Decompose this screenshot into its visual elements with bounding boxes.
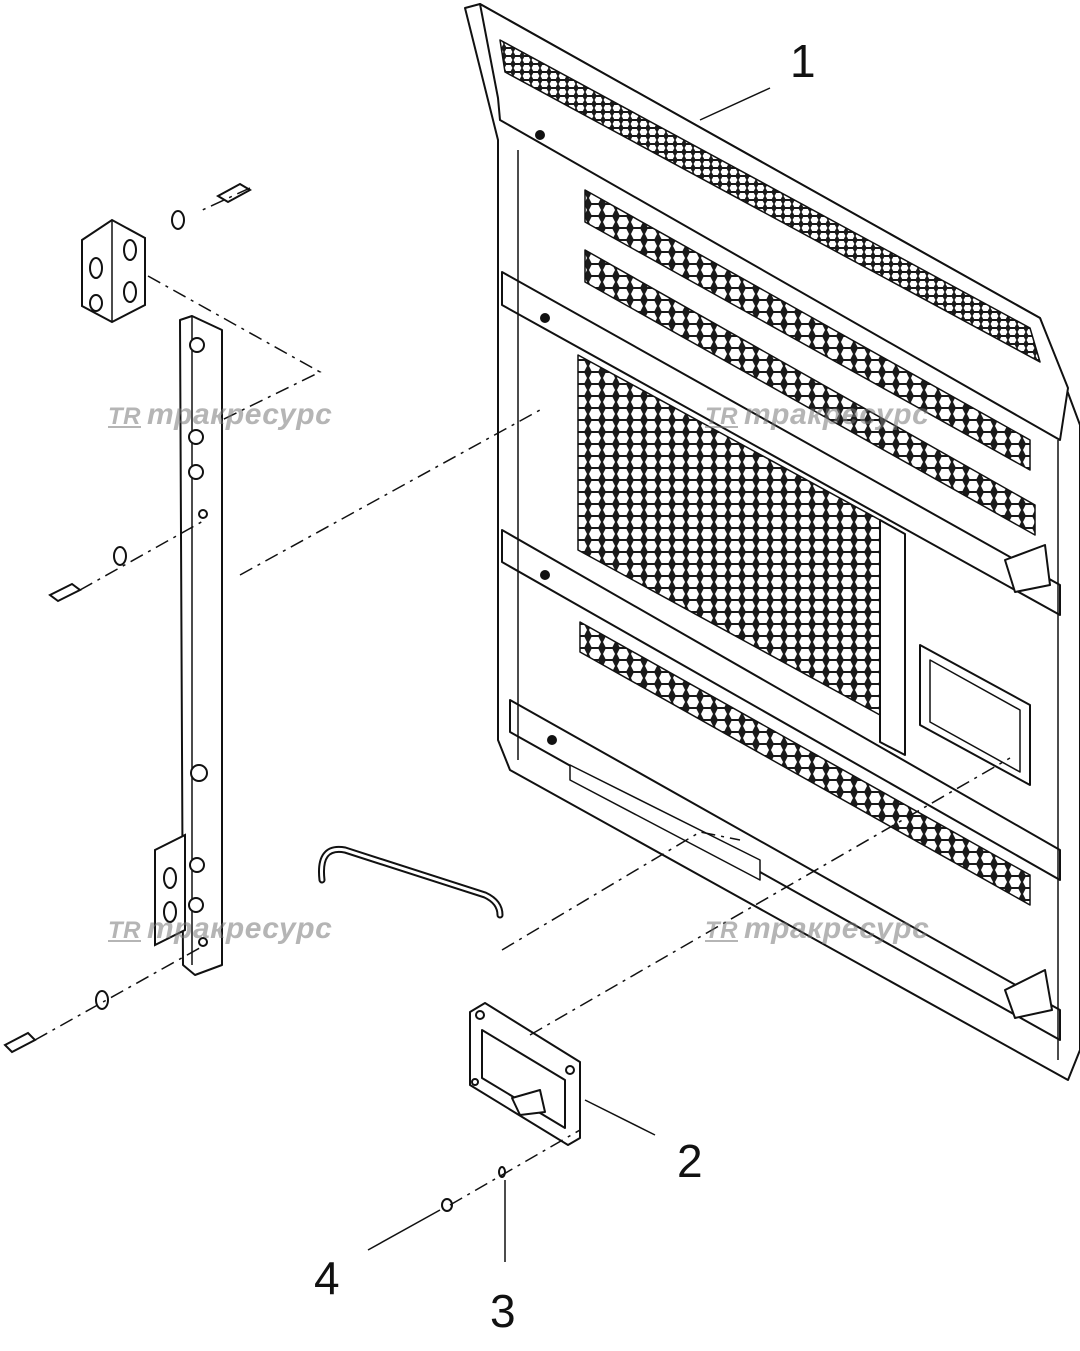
mesh-band-3	[579, 621, 1031, 906]
callout-4: 4	[314, 1252, 340, 1304]
bottom-slot	[569, 764, 761, 881]
cover-plate	[469, 1002, 581, 1146]
top-mesh-strip	[499, 39, 1041, 363]
watermark-logo: TR	[108, 917, 141, 944]
watermark-text: тракресурс	[744, 398, 930, 431]
bolts-and-washers	[3, 182, 253, 1054]
connecting-rod	[317, 845, 504, 919]
center-post	[879, 519, 906, 756]
callout-3: 3	[490, 1285, 516, 1337]
watermark-text: тракресурс	[744, 912, 930, 945]
watermark-text: тракресурс	[147, 398, 333, 431]
vertical-support-bar	[179, 315, 223, 976]
rear-guard-panel	[464, 3, 1080, 1081]
upper-hinge-bracket	[81, 218, 146, 324]
watermark-text: тракресурс	[147, 912, 333, 945]
handle-upper	[1004, 544, 1051, 593]
watermark-logo: TR	[705, 403, 738, 430]
bottom-rail	[509, 699, 1061, 1041]
middle-rail	[501, 529, 1061, 881]
callout-2: 2	[677, 1135, 703, 1187]
handle-lower	[1004, 969, 1053, 1019]
watermark-logo: TR	[108, 403, 141, 430]
watermark-logo: TR	[705, 917, 738, 944]
upper-rail	[501, 271, 1061, 616]
callout-1: 1	[790, 35, 816, 87]
assembly-lines	[34, 87, 1011, 1262]
lower-angle-bracket	[154, 833, 186, 947]
mesh-band-2	[584, 249, 1036, 536]
mesh-band-1	[584, 189, 1031, 471]
